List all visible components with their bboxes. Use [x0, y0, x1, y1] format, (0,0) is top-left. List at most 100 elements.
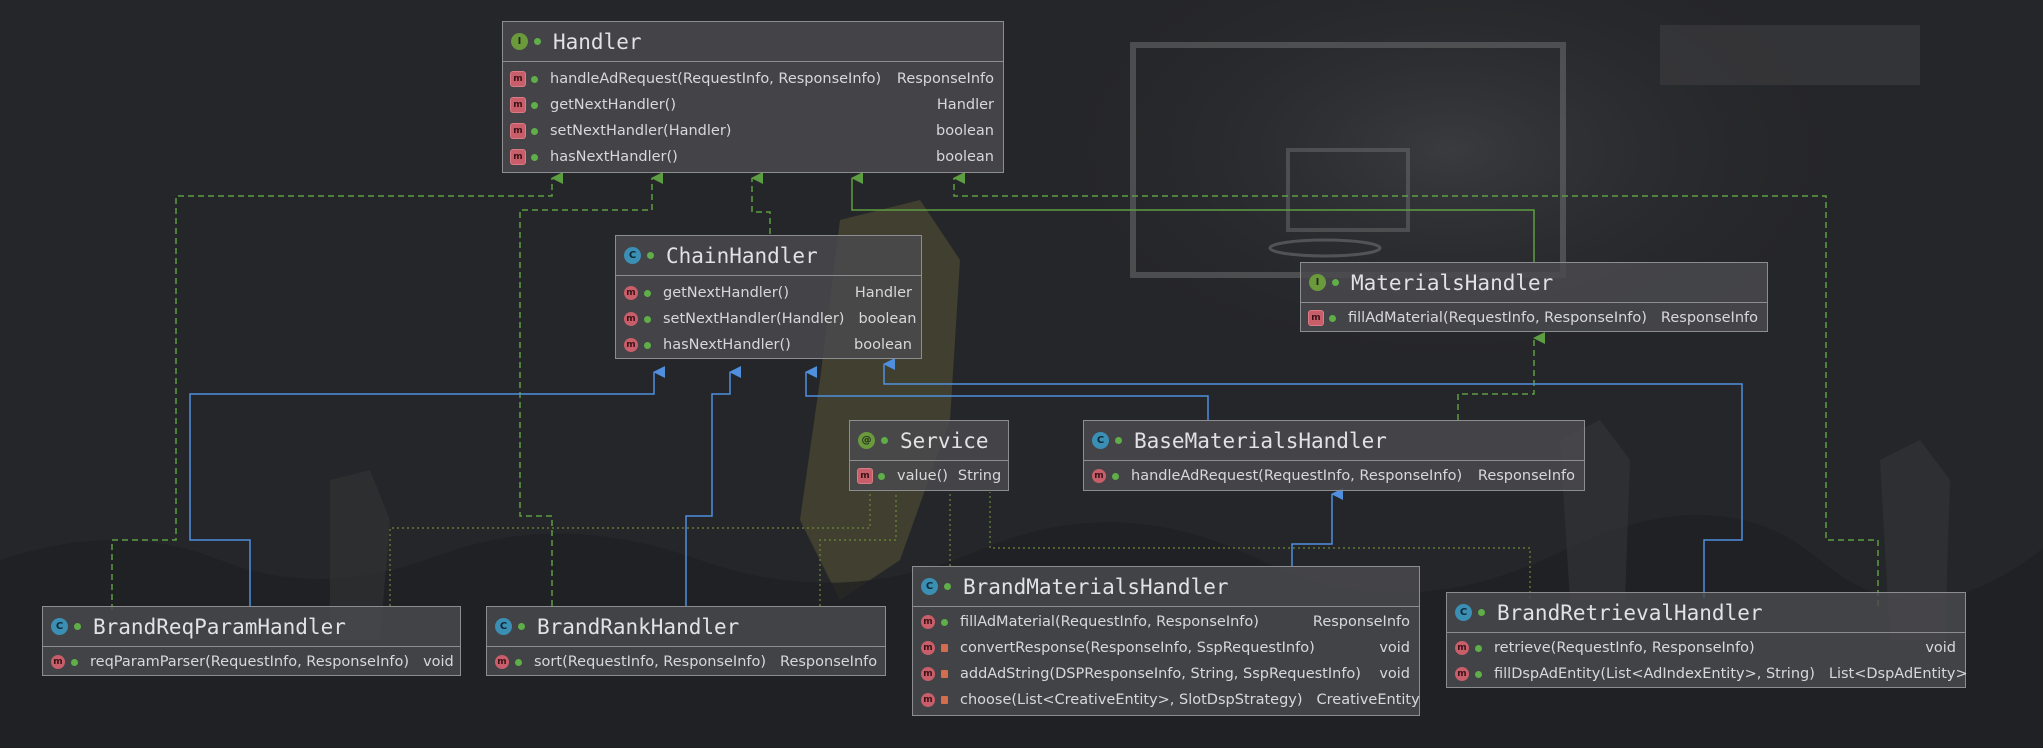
node-brand-retrieval-handler[interactable]: C BrandRetrievalHandler m retrieve(Reques…	[1446, 592, 1968, 688]
abstract-class-icon: C	[1092, 432, 1109, 449]
return-type: boolean	[858, 311, 917, 327]
public-visibility-icon	[515, 658, 522, 666]
return-type: void	[1379, 666, 1410, 682]
member-row[interactable]: m sort(RequestInfo, ResponseInfo) Response…	[487, 649, 885, 675]
method-signature: sort(RequestInfo, ResponseInfo)	[534, 654, 767, 670]
class-name: BaseMaterialsHandler	[1134, 428, 1387, 453]
public-visibility-icon	[1112, 472, 1119, 480]
return-type: void	[1925, 640, 1956, 656]
member-row[interactable]: m fillAdMaterial(RequestInfo, ResponseInf…	[1301, 305, 1767, 331]
method-signature: handleAdRequest(RequestInfo, ResponseInf…	[1131, 468, 1463, 484]
abstract-class-icon: C	[624, 247, 641, 264]
node-header: I MaterialsHandler	[1301, 263, 1767, 303]
class-name: BrandReqParamHandler	[93, 614, 346, 639]
member-row[interactable]: m reqParamParser(RequestInfo, ResponseInf…	[43, 649, 460, 675]
method-signature: hasNextHandler()	[550, 149, 678, 165]
class-icon: C	[495, 618, 512, 635]
method-icon: m	[921, 693, 935, 707]
class-name: ChainHandler	[666, 243, 818, 268]
class-name: MaterialsHandler	[1351, 270, 1554, 295]
class-name: Service	[900, 428, 989, 453]
return-type: CreativeEntity	[1316, 692, 1420, 708]
member-row[interactable]: m addAdString(DSPResponseInfo, String, Ss…	[913, 661, 1419, 687]
member-row[interactable]: m fillDspAdEntity(List<AdIndexEntity>, St…	[1447, 661, 1968, 687]
method-icon: m	[495, 655, 509, 669]
return-type: String	[957, 468, 1002, 484]
method-signature: value()	[897, 468, 948, 484]
method-icon: m	[51, 655, 65, 669]
node-materials-handler[interactable]: I MaterialsHandler m fillAdMaterial(Reque…	[1300, 262, 1768, 332]
public-visibility-icon	[74, 623, 81, 630]
public-visibility-icon	[644, 315, 651, 323]
node-header: I Handler	[503, 22, 1003, 62]
public-visibility-icon	[1115, 437, 1122, 444]
class-name: Handler	[553, 29, 642, 54]
class-icon: C	[1455, 604, 1472, 621]
return-type: ResponseInfo	[780, 654, 878, 670]
method-signature: fillAdMaterial(RequestInfo, ResponseInfo…	[1348, 310, 1647, 326]
method-signature: hasNextHandler()	[663, 337, 791, 353]
method-icon: m	[624, 286, 638, 300]
interface-icon: I	[1309, 274, 1326, 291]
public-visibility-icon	[878, 472, 885, 480]
class-icon: C	[51, 618, 68, 635]
public-visibility-icon	[534, 38, 541, 45]
node-header: C BaseMaterialsHandler	[1084, 421, 1584, 461]
public-visibility-icon	[531, 153, 538, 161]
public-visibility-icon	[644, 341, 651, 349]
public-visibility-icon	[944, 583, 951, 590]
return-type: ResponseInfo	[1477, 468, 1575, 484]
class-icon: C	[921, 578, 938, 595]
node-brand-rank-handler[interactable]: C BrandRankHandler m sort(RequestInfo, Re…	[486, 606, 886, 676]
method-signature: handleAdRequest(RequestInfo, ResponseInf…	[550, 71, 882, 87]
method-signature: fillDspAdEntity(List<AdIndexEntity>, Str…	[1494, 666, 1815, 682]
class-name: BrandRetrievalHandler	[1497, 600, 1763, 625]
public-visibility-icon	[1475, 670, 1482, 678]
node-header: C BrandRankHandler	[487, 607, 885, 647]
method-icon: m	[921, 615, 935, 629]
public-visibility-icon	[531, 75, 538, 83]
abstract-method-icon: m	[511, 124, 525, 138]
return-type: boolean	[936, 149, 994, 165]
node-header: C BrandRetrievalHandler	[1447, 593, 1965, 633]
method-icon: m	[921, 667, 935, 681]
public-visibility-icon	[941, 618, 948, 626]
node-header: C BrandReqParamHandler	[43, 607, 460, 647]
node-header: C ChainHandler	[616, 236, 921, 276]
public-visibility-icon	[531, 127, 538, 135]
method-signature: retrieve(RequestInfo, ResponseInfo)	[1494, 640, 1755, 656]
public-visibility-icon	[1475, 644, 1482, 652]
return-type: ResponseInfo	[1312, 614, 1410, 630]
method-icon: m	[1455, 667, 1469, 681]
method-signature: addAdString(DSPResponseInfo, String, Ssp…	[960, 666, 1361, 682]
method-signature: convertResponse(ResponseInfo, SspRequest…	[960, 640, 1315, 656]
method-icon: m	[921, 641, 935, 655]
interface-icon: I	[511, 33, 528, 50]
return-type: boolean	[936, 123, 994, 139]
member-row[interactable]: m convertResponse(ResponseInfo, SspReques…	[913, 635, 1419, 661]
abstract-method-icon: m	[511, 98, 525, 112]
node-header: C BrandMaterialsHandler	[913, 567, 1419, 607]
return-type: ResponseInfo	[1660, 310, 1759, 326]
abstract-method-icon: m	[1309, 311, 1323, 325]
node-brand-req-param-handler[interactable]: C BrandReqParamHandler m reqParamParser(R…	[42, 606, 461, 676]
return-type: ResponseInfo	[896, 71, 994, 87]
method-signature: reqParamParser(RequestInfo, ResponseInfo…	[90, 654, 410, 670]
